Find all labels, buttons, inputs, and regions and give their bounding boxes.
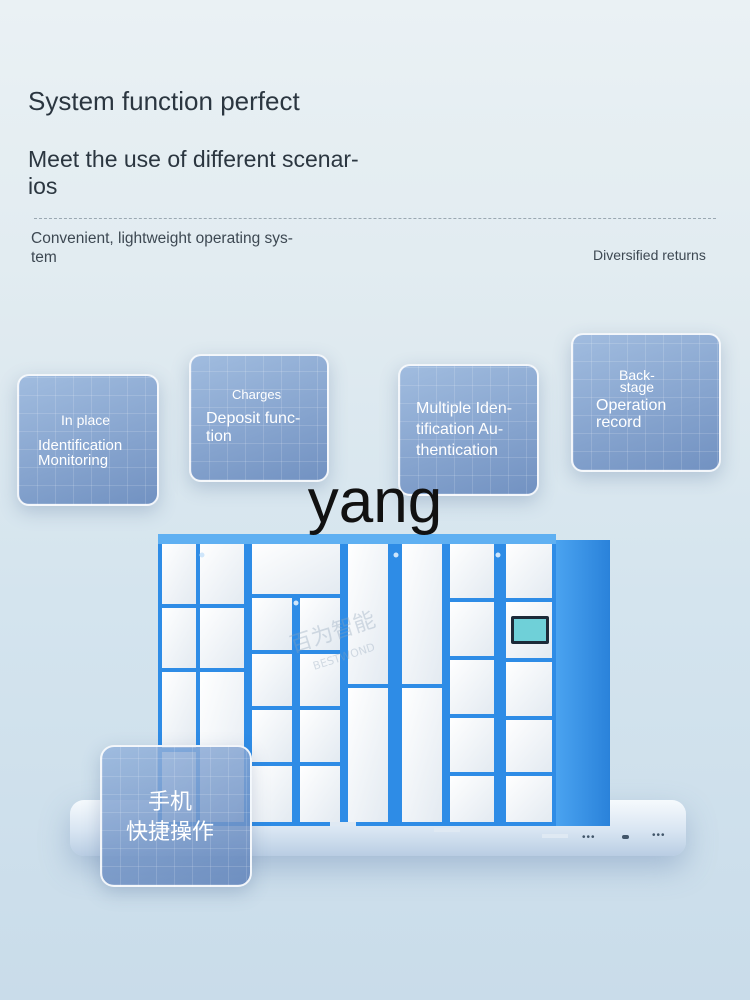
right-caption: Diversified returns xyxy=(593,247,706,263)
feature-card-deposit: Charges Deposit func- tion xyxy=(189,354,329,482)
feature-card-label: Identification Monitoring xyxy=(38,437,123,469)
feature-card-small-label: In place xyxy=(61,412,111,428)
feature-card-label: Deposit func- tion xyxy=(206,410,301,445)
feature-card-authentication: Multiple Iden- tification Au- thenticati… xyxy=(398,364,539,496)
platform-port-icon xyxy=(622,835,629,839)
feature-card-mobile: 手机 快捷操作 xyxy=(100,745,252,887)
feature-card-small-label: Charges xyxy=(232,387,282,402)
feature-card-operation-record: Back- stage Operation record xyxy=(571,333,721,472)
feature-card-small-label: Back- stage xyxy=(619,367,655,395)
left-caption: Convenient, lightweight operating sys- t… xyxy=(31,230,293,266)
dashed-divider xyxy=(34,218,716,219)
page-subtitle: Meet the use of different scenar- ios xyxy=(28,146,359,199)
feature-card-label: Operation record xyxy=(596,397,667,431)
feature-card-label: 手机 快捷操作 xyxy=(126,789,215,844)
platform-dots: ••• xyxy=(582,832,596,843)
platform-dots: ••• xyxy=(652,830,666,841)
feature-card-label: Multiple Iden- tification Au- thenticati… xyxy=(416,400,513,459)
page-title: System function perfect xyxy=(28,86,300,116)
yang-watermark: yang xyxy=(307,467,443,536)
feature-card-identification: In place Identification Monitoring xyxy=(17,374,159,506)
